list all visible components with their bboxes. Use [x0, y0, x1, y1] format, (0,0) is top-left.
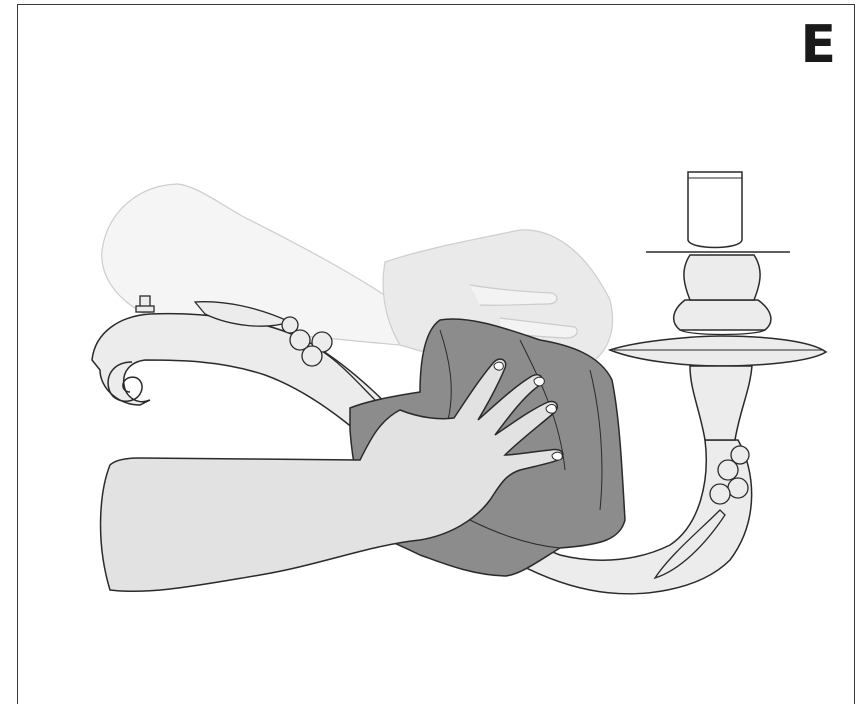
- fingernail: [534, 377, 544, 386]
- fingernail: [552, 452, 562, 460]
- drip-pan: [610, 336, 826, 366]
- fingernail: [546, 404, 556, 413]
- candle-cup: [688, 172, 742, 248]
- candle-cup-assembly: [610, 172, 826, 440]
- fingernail: [494, 362, 503, 370]
